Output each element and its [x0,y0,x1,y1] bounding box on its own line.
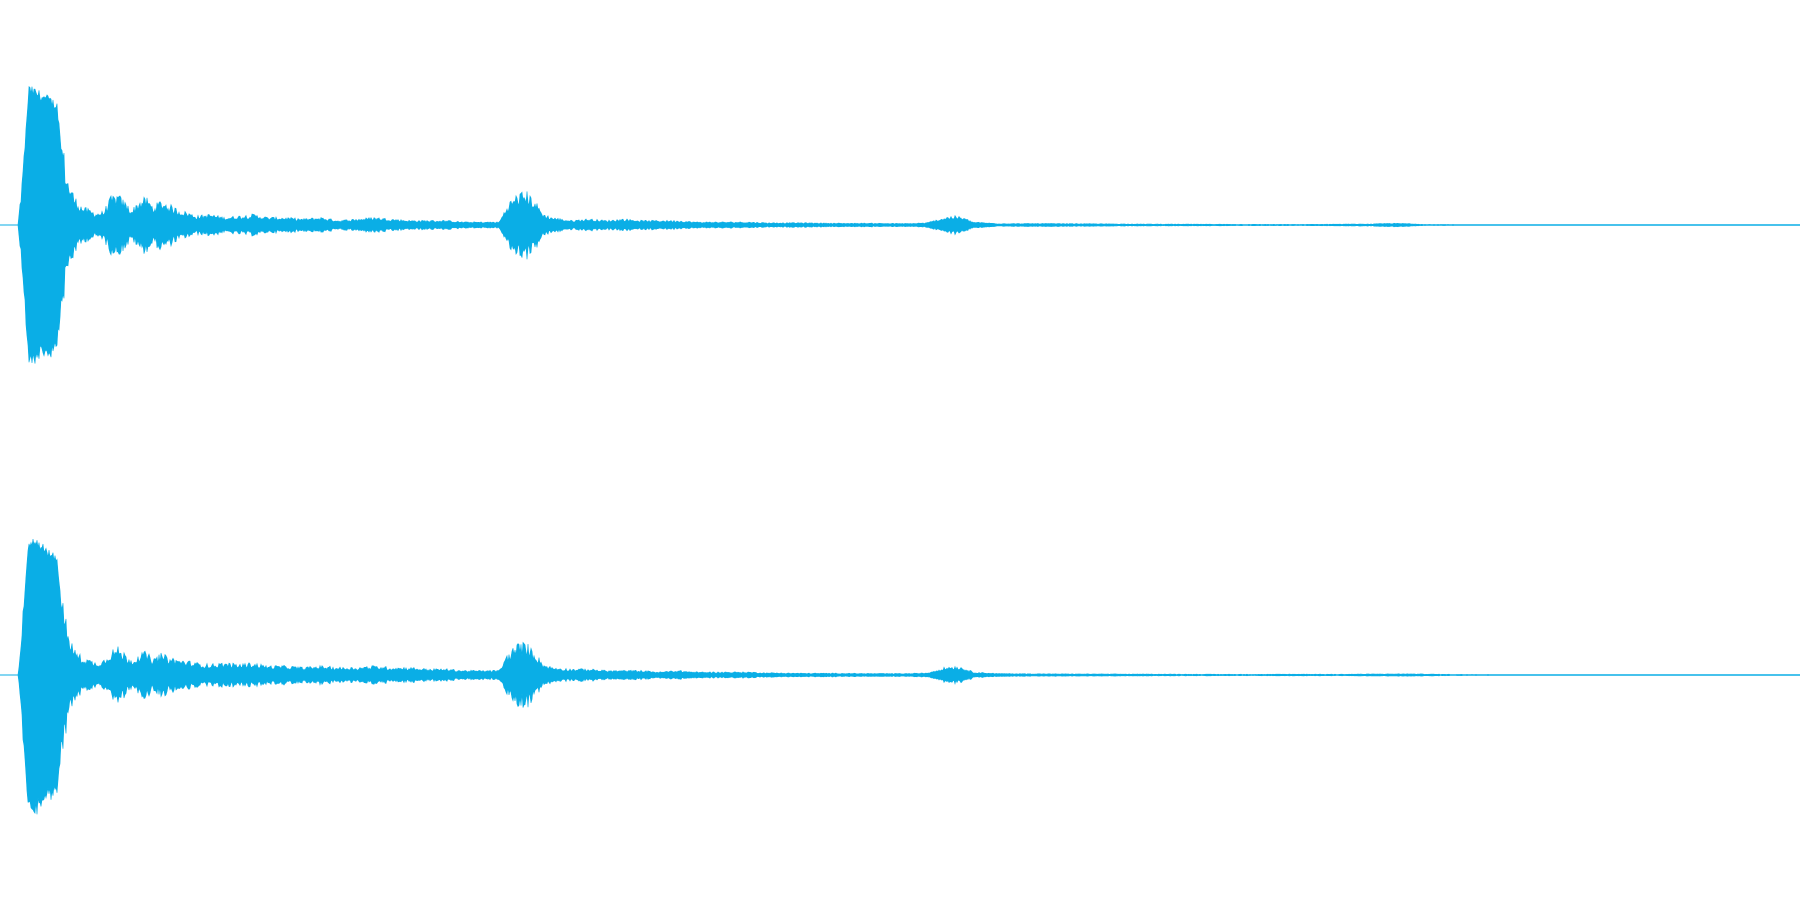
channel-1-waveform [17,85,1800,364]
channel-2-waveform [17,538,1800,815]
